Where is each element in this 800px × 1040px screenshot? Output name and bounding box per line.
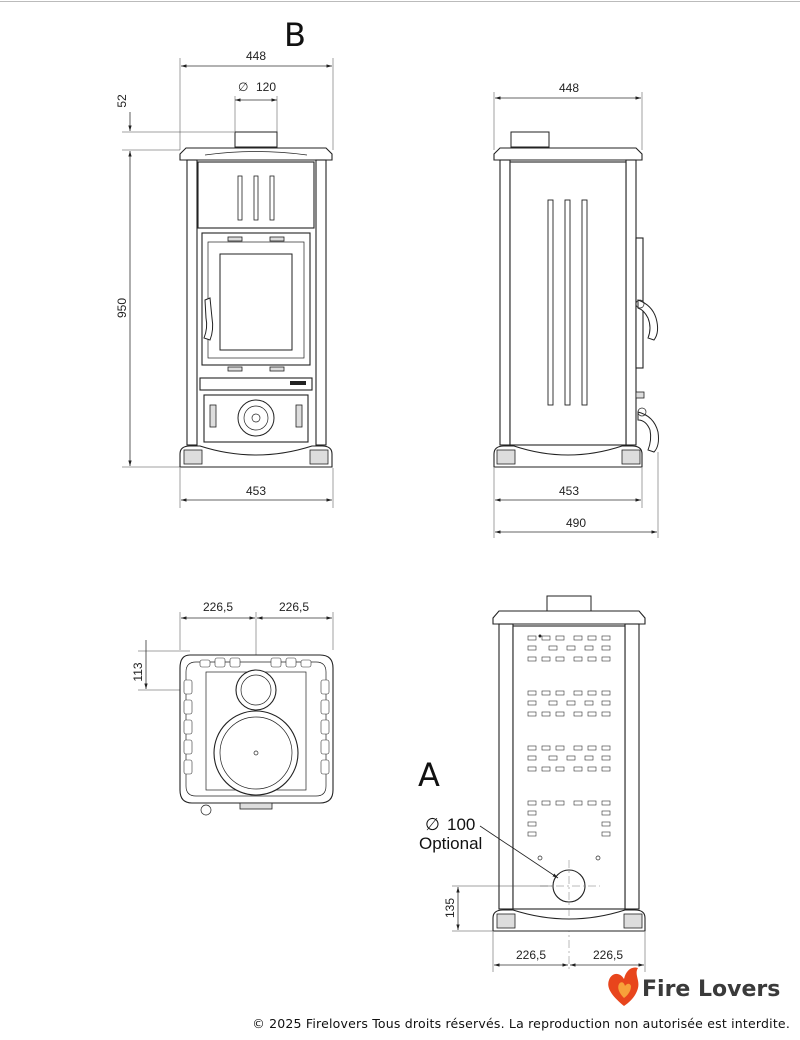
front-door-handle [203,297,214,341]
top-flue-outlet [235,669,277,711]
front-top-width-label: 448 [246,49,266,63]
front-bottom-width-label: 453 [246,484,266,498]
front-air-regulator [237,399,275,437]
rear-flue-collar [546,595,592,612]
side-view: 448 453 490 [493,81,659,538]
side-base [493,445,643,468]
rear-view: A ∅ 100 Opt [418,595,646,972]
side-door-handle [637,299,659,341]
side-top-width-label: 448 [559,81,579,95]
rear-air-inlet-diameter-symbol: ∅ [425,815,440,834]
copyright-notice: © 2025 Firelovers Tous droits réservés. … [252,1016,790,1031]
top-flue-offset-label: 113 [131,662,145,681]
rear-base [492,909,646,932]
side-top-plate [493,147,643,161]
top-hotplate [213,710,299,796]
front-flue-diameter-label: 120 [256,80,276,94]
front-right-column [315,159,327,446]
side-total-depth-label: 490 [566,516,586,530]
front-view-letter: B [284,16,306,54]
top-left-half-label: 226,5 [203,600,233,614]
front-flue-diameter-symbol: ∅ [238,80,248,94]
front-door-glass [219,253,293,351]
front-left-column [186,159,198,446]
brand-name: Fire Lovers [642,977,780,1002]
front-view: B 448 ∅ 120 52 950 [115,16,334,508]
rear-inlet-height-label: 135 [443,898,457,918]
fire-lovers-logo: Fire Lovers [608,967,780,1006]
front-ash-strip [199,377,313,391]
front-height-label: 950 [115,298,129,318]
rear-left-half-label: 226,5 [516,948,546,962]
front-flue-collar [234,131,278,148]
front-base [179,445,333,468]
top-view: 226,5 226,5 113 [131,600,334,816]
front-flue-height-label: 52 [115,94,129,108]
side-flue-collar [510,131,550,148]
top-right-half-label: 226,5 [279,600,309,614]
rear-vent-grid [527,635,611,837]
rear-view-letter: A [418,756,440,794]
rear-air-inlet-note: Optional [419,834,482,853]
front-top-plate [179,147,333,161]
rear-top-plate [492,610,646,625]
rear-air-inlet-diameter-label: 100 [447,815,475,834]
side-bottom-width-label: 453 [559,484,579,498]
rear-right-half-label: 226,5 [593,948,623,962]
